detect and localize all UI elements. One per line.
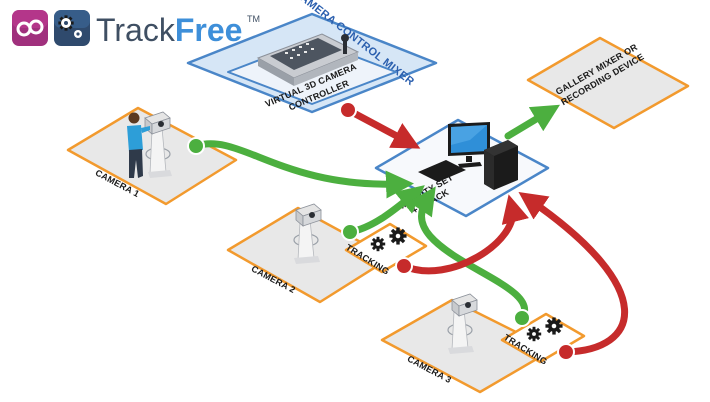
- brand-wordmark: TrackFree: [96, 12, 242, 48]
- brand-name-part2: Free: [175, 12, 243, 48]
- tracking-link-camera3: [518, 192, 628, 356]
- dot-tracking2: [395, 257, 413, 275]
- keyboard-icon: [418, 160, 466, 182]
- camera3-node: CAMERA 3 TRACKING: [380, 293, 586, 394]
- video-link-camera1: [192, 140, 414, 199]
- dot-camera2: [341, 223, 359, 241]
- camera1-node: CAMERA 1: [66, 106, 238, 206]
- dot-camera3: [513, 309, 531, 327]
- dot-virtual-controller: [339, 101, 357, 119]
- infinity-logo-icon: [12, 10, 48, 46]
- camera-icon: [144, 111, 171, 135]
- tripod-icon: [145, 127, 172, 178]
- dot-tracking3: [557, 343, 575, 361]
- mixer-console-icon: [256, 33, 360, 86]
- camera-icon: [295, 203, 322, 227]
- gallery-mixer-node: GALLERY MIXER OR RECORDING DEVICE: [526, 36, 690, 130]
- monitor-icon: [448, 122, 490, 168]
- brand-trademark: TM: [247, 14, 260, 24]
- control-link-virtual-controller: [344, 106, 421, 149]
- video-link-output: [504, 104, 561, 140]
- video-link-camera3: [408, 186, 528, 322]
- connectors: [192, 104, 628, 356]
- camera2-node: CAMERA 2 TRACKING: [226, 203, 428, 304]
- connector-dots: [187, 101, 575, 361]
- camera-icon: [451, 293, 478, 317]
- computer-tower-icon: [484, 140, 518, 190]
- brand-name-part1: Track: [96, 12, 176, 48]
- tracking-link-camera2: [400, 194, 529, 275]
- dot-camera1: [187, 137, 205, 155]
- trackfree-logo-icon: [54, 10, 90, 46]
- brand-logo: TrackFree TM: [12, 10, 260, 48]
- video-link-camera2: [346, 185, 425, 236]
- person-icon: [127, 112, 150, 178]
